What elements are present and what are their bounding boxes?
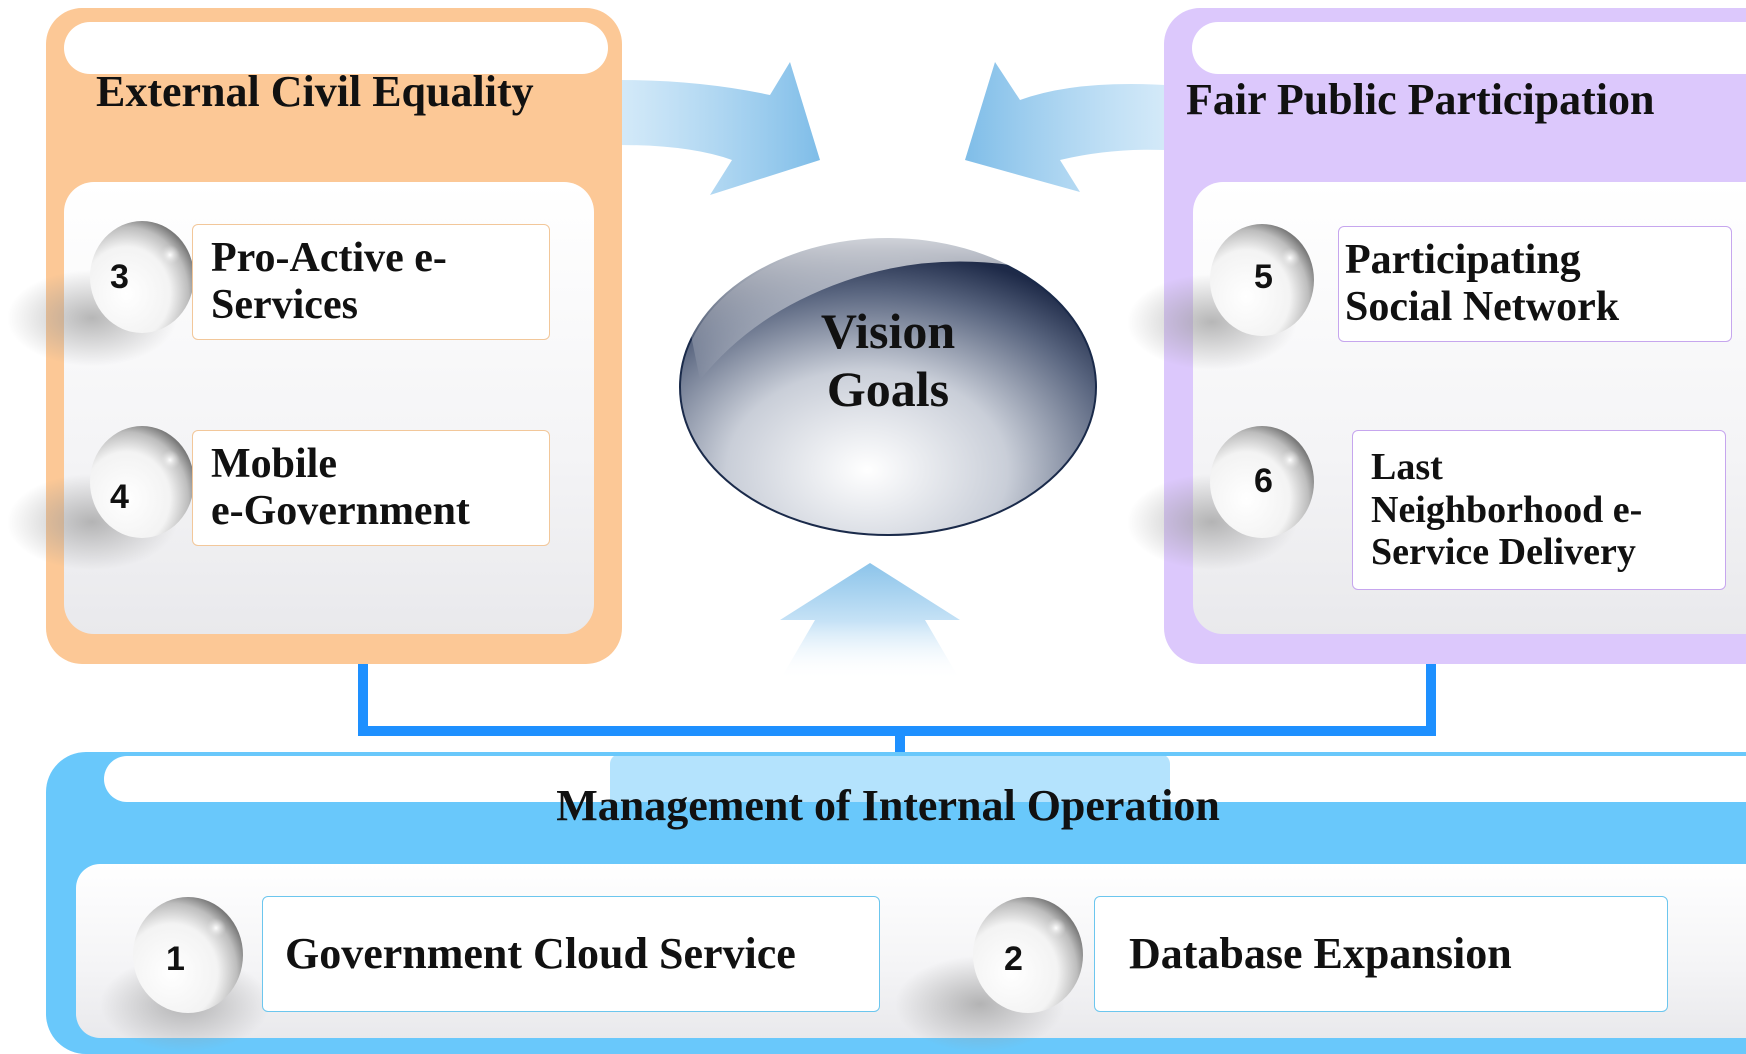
item-box-last-neighborhood-e-service-delivery: Last Neighborhood e- Service Delivery: [1352, 430, 1726, 590]
item-label-line2: Social Network: [1345, 284, 1620, 330]
right-panel-title: Fair Public Participation: [1186, 75, 1655, 124]
right-panel-title-pill: [1192, 22, 1746, 74]
item-label-line2: Services: [211, 282, 358, 328]
arrow-left-to-center: [620, 62, 820, 195]
badge-number-3: 3: [110, 258, 129, 296]
vision-goals-line2: Goals: [826, 361, 950, 417]
bottom-panel-title-band: [610, 754, 1170, 866]
badge-number-1: 1: [166, 940, 185, 978]
left-panel-title: External Civil Equality: [96, 67, 534, 116]
item-label-line1: Participating: [1345, 236, 1581, 283]
item-box-government-cloud-service: Government Cloud Service: [262, 896, 880, 1012]
vision-shine: [690, 227, 1010, 380]
badge-number-4: 4: [110, 478, 129, 516]
item-label-line1: Mobile: [211, 440, 337, 487]
vision-goals-line1: Vision: [820, 303, 956, 359]
badge-number-5: 5: [1254, 258, 1273, 296]
arrow-right-to-center: [965, 62, 1165, 192]
badge-number-2: 2: [1004, 940, 1023, 978]
item-label-line2: Neighborhood e-: [1371, 488, 1643, 531]
item-label-line3: Service Delivery: [1371, 531, 1636, 574]
item-label: Database Expansion: [1129, 929, 1512, 979]
left-panel-title-pill: [64, 22, 608, 74]
item-label-line2: e-Government: [211, 488, 470, 534]
badge-number-6: 6: [1254, 462, 1273, 500]
item-label-line1: Last: [1371, 446, 1443, 489]
item-box-pro-active-e-services: Pro-Active e- Services: [192, 224, 550, 340]
bottom-panel-title: Management of Internal Operation: [556, 781, 1220, 830]
item-box-mobile-e-government: Mobile e-Government: [192, 430, 550, 546]
item-box-database-expansion: Database Expansion: [1094, 896, 1668, 1012]
item-box-participating-social-network: Participating Social Network: [1338, 226, 1732, 342]
arrow-bottom-to-center: [780, 563, 960, 680]
item-label: Government Cloud Service: [285, 929, 796, 979]
item-label-line1: Pro-Active e-: [211, 234, 447, 281]
vision-goals-label: Vision Goals: [740, 302, 1036, 418]
